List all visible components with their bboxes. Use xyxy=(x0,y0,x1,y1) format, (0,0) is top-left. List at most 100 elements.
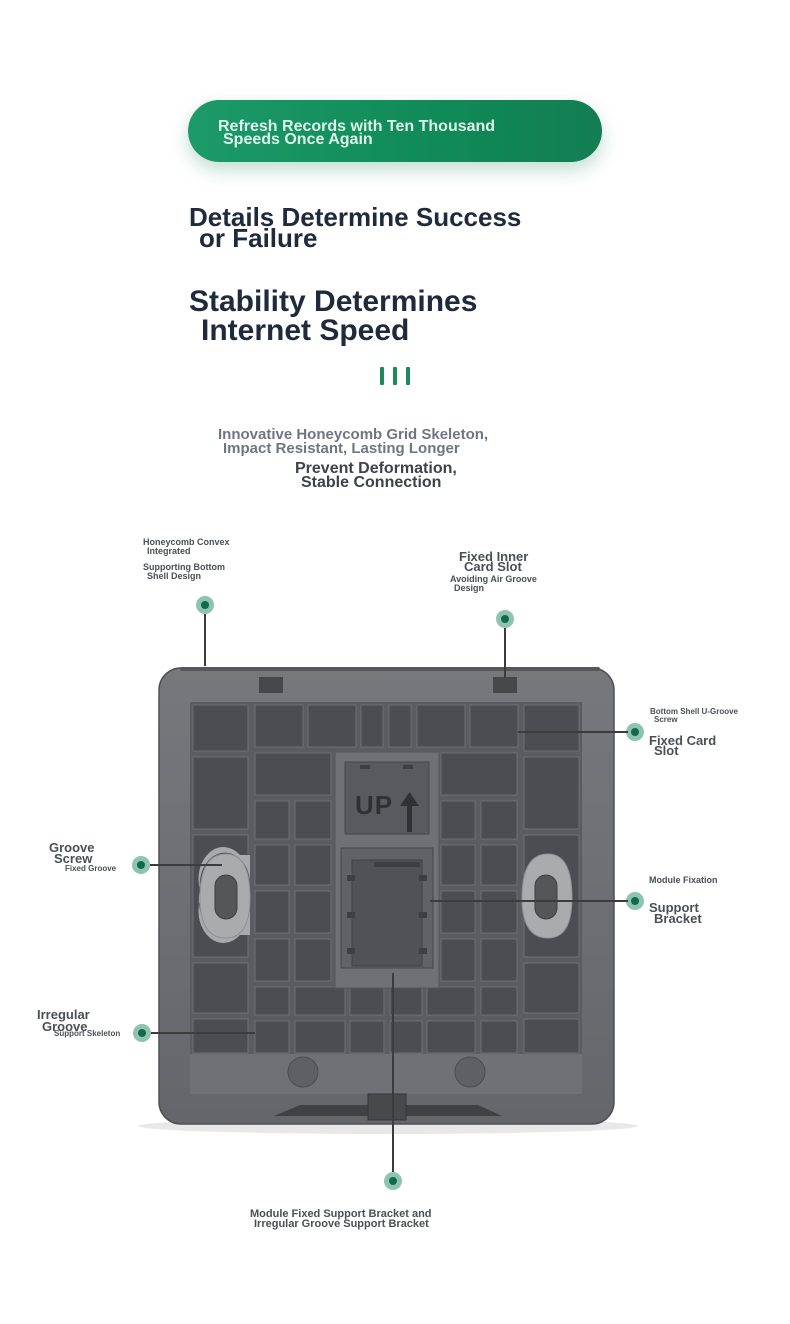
module-slot xyxy=(351,859,423,967)
honeycomb-line-4: Shell Design xyxy=(147,571,202,581)
callout-line xyxy=(392,973,394,1173)
grid-cell xyxy=(360,704,384,748)
up-arrow-icon xyxy=(407,800,412,832)
grid-cell xyxy=(480,938,518,982)
grid-cell xyxy=(426,1020,476,1054)
grid-cell xyxy=(480,844,518,886)
headline-2-line-1: Stability Determines xyxy=(189,285,478,318)
bottom-screw-right xyxy=(454,1056,486,1088)
subtitle-line-4: Stable Connection xyxy=(301,474,442,491)
up-label: UP xyxy=(355,790,394,820)
grid-cell xyxy=(254,704,304,748)
honeycomb-line-3: Supporting Bottom xyxy=(143,562,225,572)
grid-cell xyxy=(254,986,290,1016)
honeycomb-line-2: Integrated xyxy=(147,546,191,556)
inner-slot-sub-2: Design xyxy=(454,583,485,593)
callout-dot xyxy=(133,1024,151,1042)
grid-cell xyxy=(480,800,518,840)
grid-cell xyxy=(254,938,290,982)
groove-screw-right xyxy=(521,853,573,939)
callout-dot xyxy=(626,723,644,741)
divider-bar xyxy=(393,367,397,385)
grid-cell xyxy=(254,890,290,934)
callout-line xyxy=(504,628,506,678)
callout-line xyxy=(150,864,222,866)
grid-cell xyxy=(440,890,476,934)
headline-2-line-2: Internet Speed xyxy=(201,314,410,347)
grid-cell xyxy=(389,986,423,1016)
groove-screw-title-1: Groove xyxy=(49,840,95,855)
divider-bar xyxy=(380,367,384,385)
grid-cell xyxy=(523,756,580,830)
subtitle-line-2: Impact Resistant, Lasting Longer xyxy=(223,440,460,457)
groove-screw-title-2: Screw xyxy=(54,851,93,866)
grid-cell xyxy=(440,844,476,886)
callout-line xyxy=(518,731,628,733)
grid-cell xyxy=(294,890,332,934)
irregular-title-1: Irregular xyxy=(37,1007,90,1022)
irregular-title-2: Groove xyxy=(42,1019,88,1034)
subtitle-line-3: Prevent Deformation, xyxy=(295,460,457,477)
grid-cell xyxy=(480,890,518,934)
grid-cell xyxy=(440,800,476,840)
grid-cell xyxy=(192,962,249,1014)
grid-cell xyxy=(254,752,332,796)
irregular-sub: Support Skeleton xyxy=(54,1029,121,1038)
headline-1-line-2: or Failure xyxy=(199,223,318,253)
callout-dot xyxy=(384,1172,402,1190)
banner-line-1: Refresh Records with Ten Thousand xyxy=(218,118,496,135)
subtitle-line-1: Innovative Honeycomb Grid Skeleton, xyxy=(218,426,489,443)
top-tab-right xyxy=(493,677,517,693)
callout-line xyxy=(204,614,206,666)
card-slot-sub-1: Bottom Shell U-Groove xyxy=(650,707,739,716)
grid-cell xyxy=(416,704,466,748)
banner-line-2: Speeds Once Again xyxy=(223,131,373,148)
callout-dot xyxy=(132,856,150,874)
module-title-2: Bracket xyxy=(654,911,702,926)
module-up-window xyxy=(344,761,430,835)
card-slot-sub-2: Screw xyxy=(654,715,678,724)
banner-pill xyxy=(188,100,602,162)
card-slot-title-2: Slot xyxy=(654,743,679,758)
inner-slot-sub-1: Avoiding Air Groove xyxy=(450,574,537,584)
grid-cell xyxy=(523,962,580,1014)
grid-cell xyxy=(192,1018,249,1054)
grid-cell xyxy=(523,704,580,752)
callout-dot xyxy=(626,892,644,910)
callout-line xyxy=(430,900,628,902)
inner-slot-title-2: Card Slot xyxy=(464,559,522,574)
divider-bar xyxy=(406,367,410,385)
grid-cell xyxy=(294,986,346,1016)
grid-cell xyxy=(294,938,332,982)
grid-cell xyxy=(294,800,332,840)
groove-screw-sub: Fixed Groove xyxy=(65,864,117,873)
grid-cell xyxy=(294,844,332,886)
grid-cell xyxy=(254,844,290,886)
grid-cell xyxy=(349,986,385,1016)
grid-cell xyxy=(469,704,519,748)
grid-cell xyxy=(349,1020,385,1054)
inner-slot-title-1: Fixed Inner xyxy=(459,549,529,564)
grid-cell xyxy=(254,800,290,840)
grid-cell xyxy=(192,756,249,830)
grid-cell xyxy=(440,938,476,982)
grid-cell xyxy=(389,1020,423,1054)
groove-screw-left xyxy=(198,847,251,943)
top-tab-left xyxy=(259,677,283,693)
grid-cell xyxy=(480,986,518,1016)
grid-cell xyxy=(480,1020,518,1054)
bottom-latch xyxy=(367,1093,407,1121)
grid-cell xyxy=(254,1020,290,1054)
grid-cell xyxy=(523,1018,580,1054)
callout-dot xyxy=(496,610,514,628)
bottom-line-2: Irregular Groove Support Bracket xyxy=(254,1218,429,1230)
grid-cell xyxy=(307,704,357,748)
grid-cell xyxy=(388,704,412,748)
card-slot-title-1: Fixed Card xyxy=(649,733,717,748)
callout-line xyxy=(151,1032,255,1034)
grid-cell xyxy=(440,752,518,796)
grid-cell xyxy=(426,986,476,1016)
headline-1-line-1: Details Determine Success xyxy=(189,202,522,232)
module-sub: Module Fixation xyxy=(649,875,718,885)
